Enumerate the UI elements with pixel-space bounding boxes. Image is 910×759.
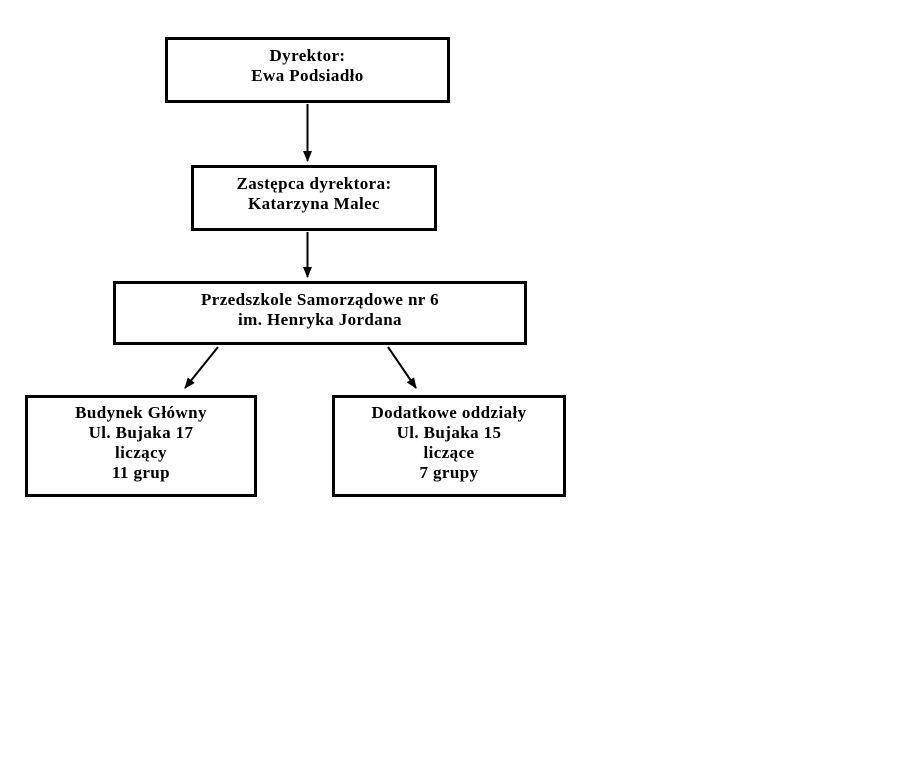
org-box-line: 7 grupy	[419, 463, 479, 482]
org-box-deputy: Zastępca dyrektora: Katarzyna Malec	[191, 165, 437, 231]
org-box-line: Zastępca dyrektora:	[236, 174, 392, 193]
org-box-line: im. Henryka Jordana	[238, 310, 402, 329]
org-box-line: Dyrektor:	[269, 46, 346, 65]
org-box-line: Ul. Bujaka 15	[396, 423, 502, 442]
arrow-school-to-main-building	[184, 346, 219, 389]
org-box-line: Ewa Podsiadło	[251, 66, 364, 85]
org-box-line: Dodatkowe oddziały	[371, 403, 527, 422]
org-box-line: Katarzyna Malec	[247, 194, 381, 213]
org-box-director: Dyrektor: Ewa Podsiadło	[165, 37, 450, 103]
org-box-additional-units: Dodatkowe oddziały Ul. Bujaka 15 liczące…	[332, 395, 566, 497]
org-box-school: Przedszkole Samorządowe nr 6 im. Henryka…	[113, 281, 527, 345]
org-box-main-building: Budynek Główny Ul. Bujaka 17 liczący 11 …	[25, 395, 257, 497]
org-box-line: 11 grup	[111, 463, 171, 482]
org-box-line: Ul. Bujaka 17	[88, 423, 194, 442]
org-box-line: liczące	[423, 443, 475, 462]
org-box-line: liczący	[115, 443, 167, 462]
arrow-school-to-additional-units	[387, 346, 417, 389]
org-box-line: Budynek Główny	[75, 403, 207, 422]
org-box-line: Przedszkole Samorządowe nr 6	[201, 290, 439, 309]
